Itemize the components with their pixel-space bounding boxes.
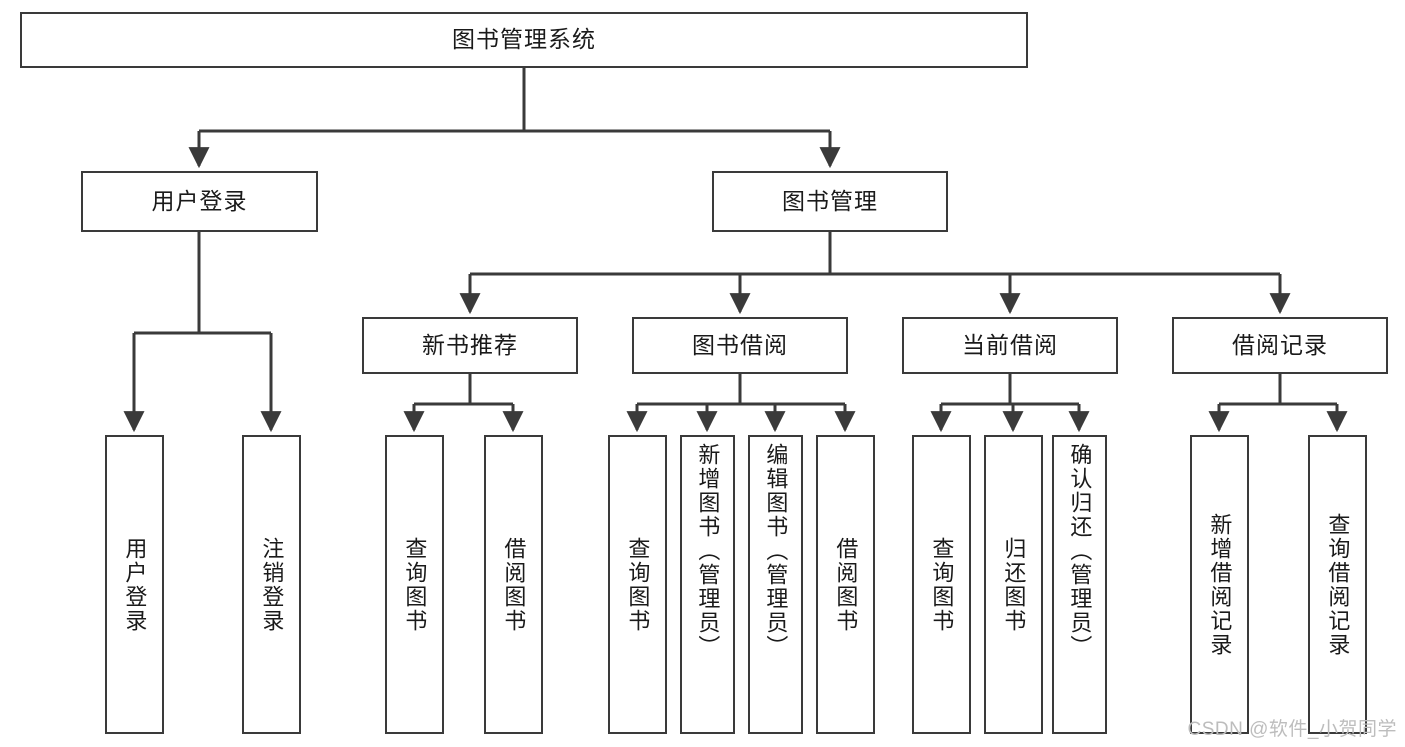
node-label: 借阅图书 [833, 536, 859, 633]
node-label: 确认归还（管理员） [1067, 443, 1093, 659]
node-book-management[interactable]: 图书管理 [712, 171, 948, 232]
node-label: 查询图书 [929, 536, 955, 633]
node-label: 借阅记录 [1232, 331, 1328, 358]
node-leaf-add-book-admin[interactable]: 新增图书（管理员） [680, 435, 735, 734]
node-leaf-query-book-borrow[interactable]: 查询图书 [608, 435, 667, 734]
node-label: 注销登录 [259, 536, 285, 633]
node-label: 查询图书 [625, 536, 651, 633]
node-label: 查询借阅记录 [1325, 512, 1351, 657]
node-borrow-record[interactable]: 借阅记录 [1172, 317, 1388, 374]
node-root-system[interactable]: 图书管理系统 [20, 12, 1028, 68]
node-label: 查询图书 [402, 536, 428, 633]
node-label: 新书推荐 [422, 331, 518, 358]
node-leaf-borrow-book[interactable]: 借阅图书 [816, 435, 875, 734]
node-new-book-recommend[interactable]: 新书推荐 [362, 317, 578, 374]
node-leaf-return-book[interactable]: 归还图书 [984, 435, 1043, 734]
node-leaf-confirm-return-admin[interactable]: 确认归还（管理员） [1052, 435, 1107, 734]
node-leaf-user-login[interactable]: 用户登录 [105, 435, 164, 734]
node-label: 编辑图书（管理员） [763, 443, 789, 659]
node-label: 新增图书（管理员） [695, 443, 721, 659]
node-label: 归还图书 [1001, 536, 1027, 633]
node-label: 当前借阅 [962, 331, 1058, 358]
node-leaf-edit-book-admin[interactable]: 编辑图书（管理员） [748, 435, 803, 734]
node-label: 用户登录 [151, 187, 248, 214]
node-label: 新增借阅记录 [1207, 512, 1233, 657]
node-label: 图书管理 [782, 187, 878, 214]
node-current-borrow[interactable]: 当前借阅 [902, 317, 1118, 374]
watermark: CSDN @软件_小贺同学 [1187, 719, 1397, 740]
node-leaf-query-book-current[interactable]: 查询图书 [912, 435, 971, 734]
node-leaf-borrow-book-recommend[interactable]: 借阅图书 [484, 435, 543, 734]
node-label: 借阅图书 [501, 536, 527, 633]
node-leaf-query-book-recommend[interactable]: 查询图书 [385, 435, 444, 734]
node-label: 图书借阅 [692, 331, 788, 358]
node-label: 用户登录 [122, 536, 148, 633]
node-book-borrow[interactable]: 图书借阅 [632, 317, 848, 374]
node-leaf-add-borrow-record[interactable]: 新增借阅记录 [1190, 435, 1249, 734]
node-user-login[interactable]: 用户登录 [81, 171, 318, 232]
node-leaf-logout-login[interactable]: 注销登录 [242, 435, 301, 734]
node-label: 图书管理系统 [452, 26, 596, 53]
node-leaf-query-borrow-record[interactable]: 查询借阅记录 [1308, 435, 1367, 734]
